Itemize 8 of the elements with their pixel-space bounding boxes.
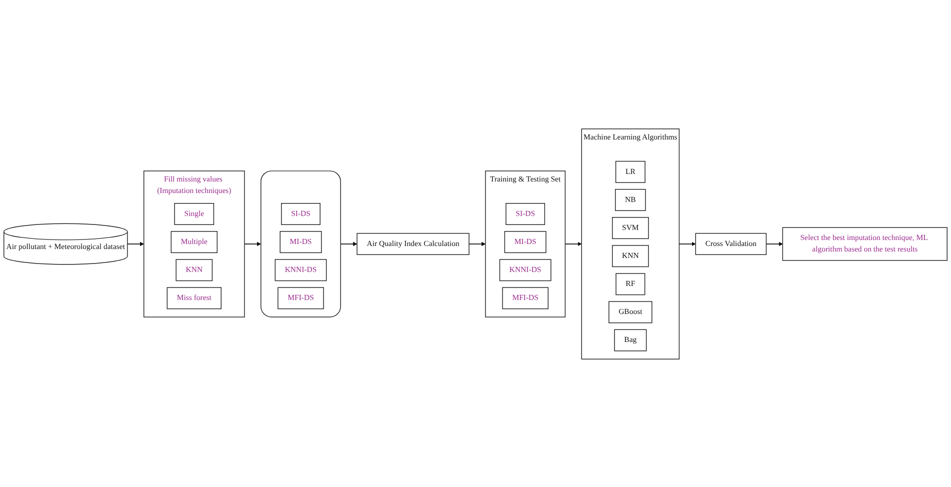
arrow bbox=[766, 241, 783, 246]
cluster bbox=[260, 170, 341, 317]
arrow bbox=[126, 241, 144, 246]
arrow bbox=[678, 241, 696, 246]
arrow bbox=[468, 241, 486, 246]
arrow bbox=[340, 241, 358, 246]
arrow bbox=[564, 241, 582, 246]
arrow bbox=[244, 241, 262, 246]
